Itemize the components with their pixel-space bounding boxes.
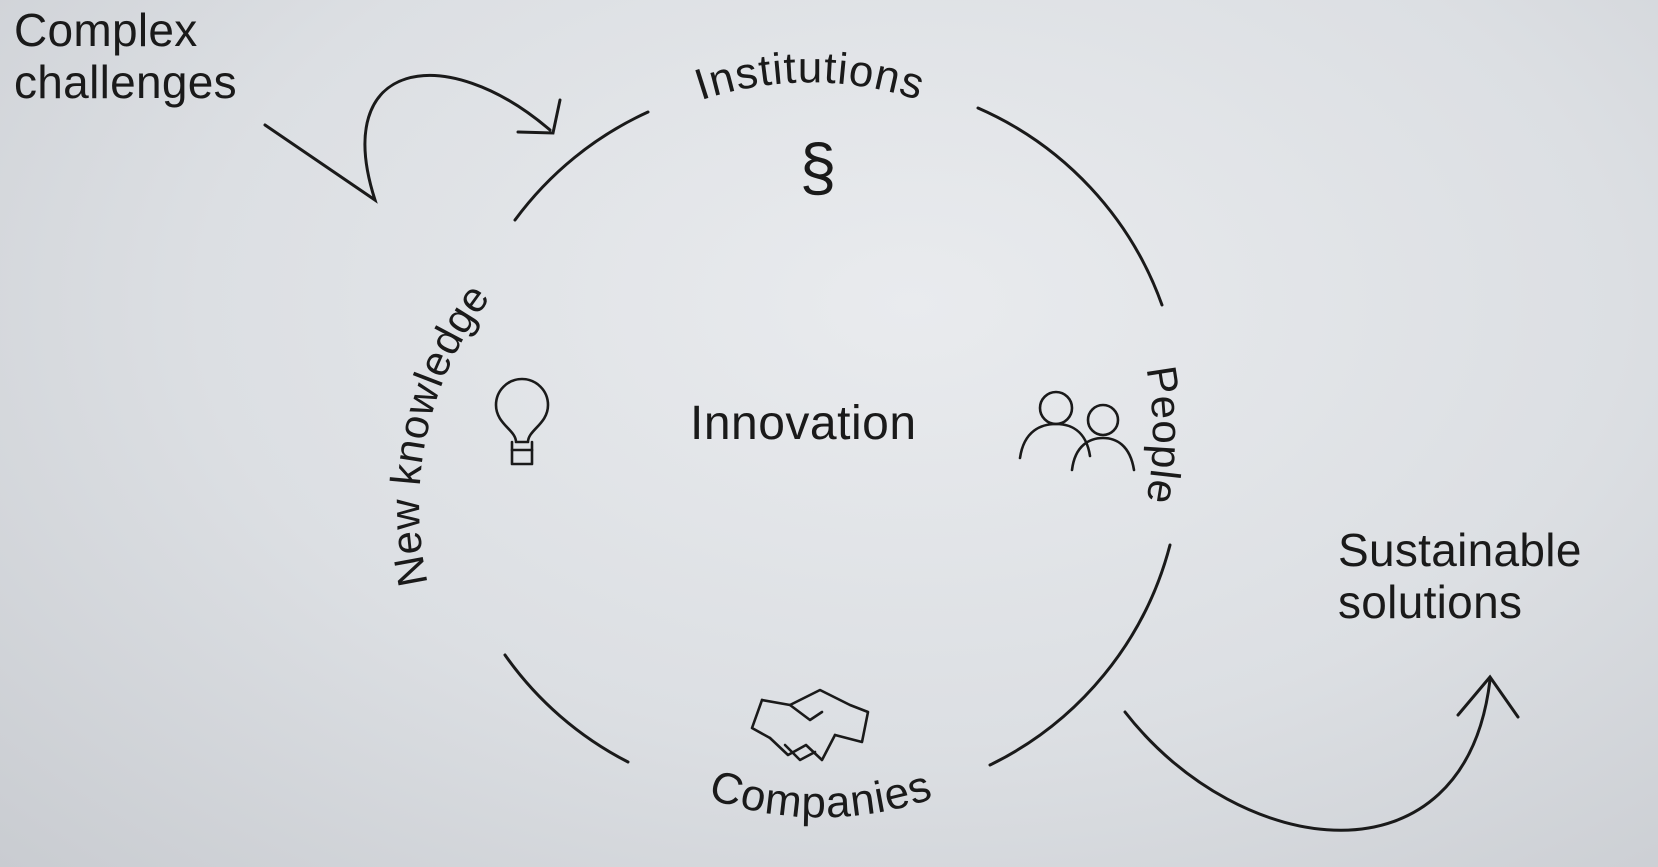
people-label: People [1138,363,1191,508]
innovation-label: Innovation [690,397,917,450]
sustainable-solutions-line1: Sustainable [1338,524,1582,576]
output-arrow [1123,678,1492,832]
handshake-icon [750,688,870,762]
input-arrowhead [516,98,562,135]
input-arrow [263,74,552,204]
cycle-arc-bottom-right [988,543,1172,767]
lightbulb-icon [494,377,550,466]
complex-challenges-line1: Complex [14,4,198,56]
people-icon [1018,390,1136,472]
sustainable-solutions-line2: solutions [1338,576,1523,628]
complex-challenges-label: Complex challenges [14,4,237,108]
section-sign-icon: § [800,130,837,204]
cycle-arc-top-right [976,106,1164,307]
new-knowledge-label: New knowledge [381,275,499,591]
sustainable-solutions-label: Sustainable solutions [1338,524,1582,628]
output-arrowhead [1456,674,1520,719]
companies-label: Companies [704,761,937,828]
institutions-label: Institutions [689,43,931,110]
cycle-arc-bottom-left [503,653,630,764]
complex-challenges-line2: challenges [14,56,237,108]
cycle-arc-top-left [513,110,650,222]
